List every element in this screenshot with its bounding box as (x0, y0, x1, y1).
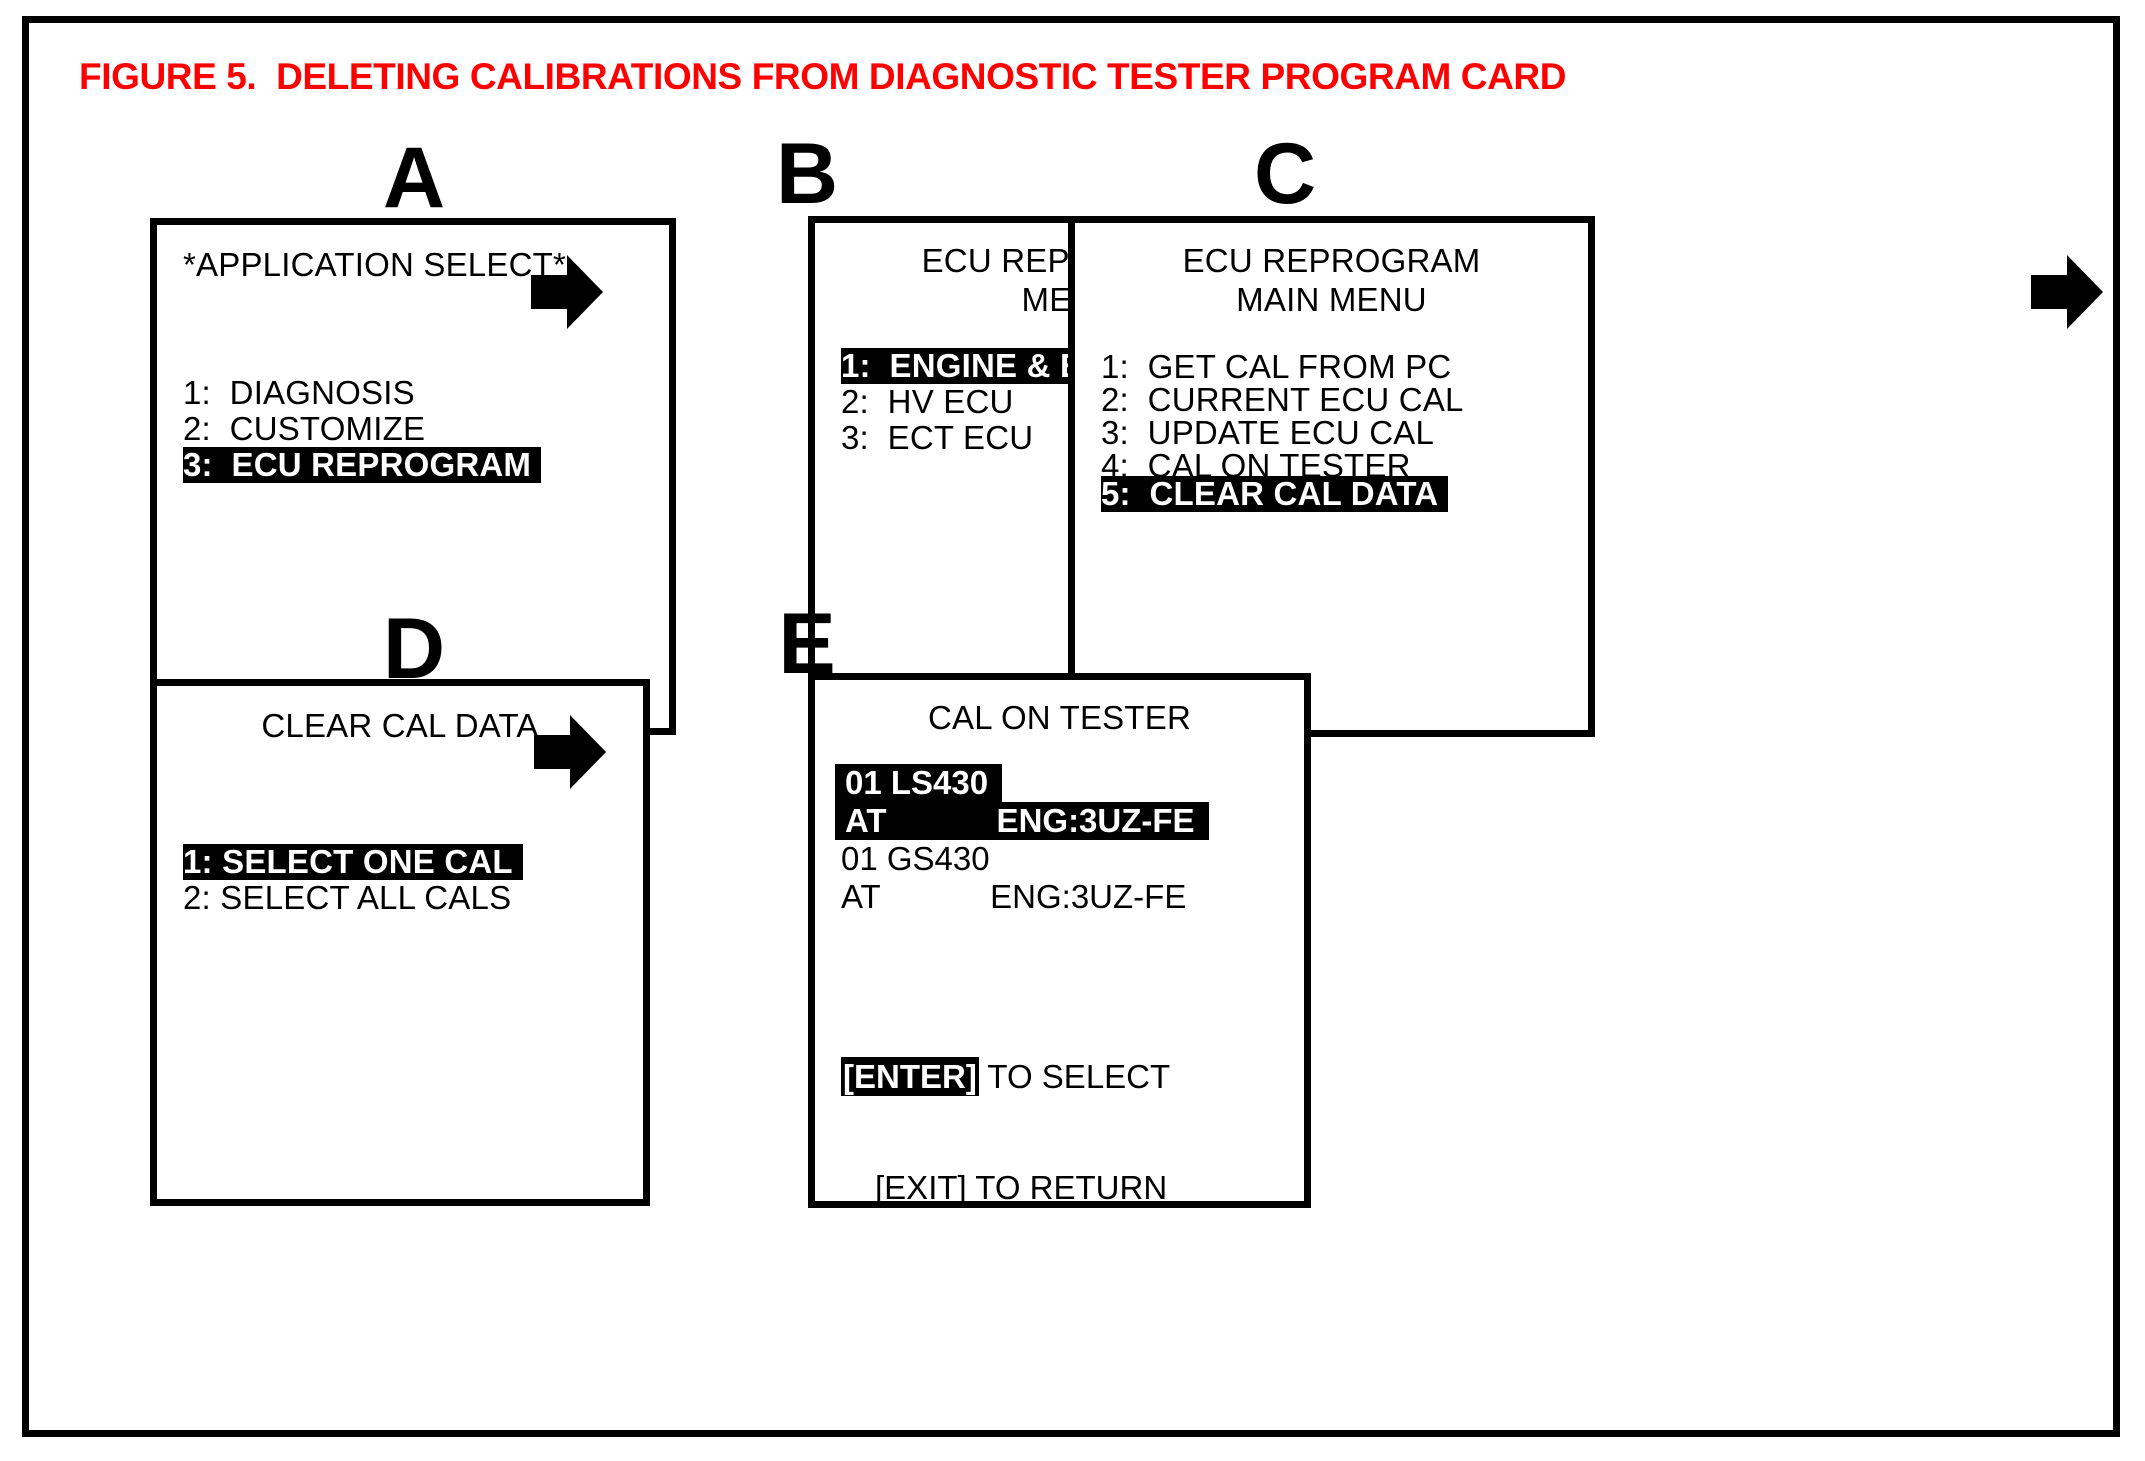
panel-letter-e: E (778, 596, 836, 692)
menu-item-ect-ecu[interactable]: 3: ECT ECU (841, 419, 1034, 456)
menu-item-diagnosis[interactable]: 1: DIAGNOSIS (183, 374, 415, 411)
menu-item-ecu-reprogram[interactable]: 3: ECU REPROGRAM (183, 447, 542, 483)
panel-c-menu: 1: GET CAL FROM PC 2: CURRENT ECU CAL 3:… (1075, 350, 1588, 512)
panel-letter-a: A (382, 130, 446, 226)
screen-panel-e[interactable]: CAL ON TESTER 01 LS430 AT ENG:3UZ-FE 01 … (808, 673, 1311, 1208)
menu-item-current-ecu-cal[interactable]: 2: CURRENT ECU CAL (1101, 381, 1464, 418)
panel-d-header: CLEAR CAL DATA (261, 707, 539, 744)
figure-title: FIGURE 5. DELETING CALIBRATIONS FROM DIA… (79, 56, 1567, 97)
panel-a-menu: 1: DIAGNOSIS 2: CUSTOMIZE 3: ECU REPROGR… (157, 375, 669, 483)
footer-enter-line: [ENTER] TO SELECT (815, 1057, 1304, 1096)
enter-key-badge[interactable]: [ENTER] (841, 1057, 979, 1096)
menu-item-get-cal-from-pc[interactable]: 1: GET CAL FROM PC (1101, 348, 1452, 385)
menu-item-select-all-cals[interactable]: 2: SELECT ALL CALS (183, 879, 512, 916)
arrow-d-to-e (534, 713, 606, 791)
enter-action-label: TO SELECT (978, 1058, 1171, 1095)
menu-item-update-ecu-cal[interactable]: 3: UPDATE ECU CAL (1101, 414, 1435, 451)
arrow-c-to-d (2031, 253, 2103, 331)
cal-entry-selected-line2[interactable]: AT ENG:3UZ-FE (835, 802, 1209, 840)
panel-e-footer: [ENTER] TO SELECT [EXIT] TO RETURN (815, 984, 1304, 1206)
panel-e-cal-list: 01 LS430 AT ENG:3UZ-FE 01 GS430 AT ENG:3… (815, 764, 1304, 916)
panel-letter-c: C (1253, 126, 1317, 222)
panel-c-header: ECU REPROGRAM MAIN MENU (1182, 242, 1481, 318)
menu-item-select-one-cal[interactable]: 1: SELECT ONE CAL (183, 844, 523, 880)
cal-entry-selected-line1[interactable]: 01 LS430 (835, 764, 1003, 802)
menu-item-hv-ecu[interactable]: 2: HV ECU (841, 383, 1014, 420)
menu-item-clear-cal-data[interactable]: 5: CLEAR CAL DATA (1101, 476, 1449, 512)
cal-entry-line2[interactable]: AT ENG:3UZ-FE (841, 878, 1187, 915)
figure-frame: FIGURE 5. DELETING CALIBRATIONS FROM DIA… (22, 16, 2120, 1437)
cal-entry-line1[interactable]: 01 GS430 (841, 840, 990, 877)
footer-exit-line: [EXIT] TO RETURN (875, 1169, 1168, 1206)
panel-d-menu: 1: SELECT ONE CAL 2: SELECT ALL CALS (157, 844, 643, 916)
arrow-a-to-b (531, 253, 603, 331)
panel-letter-d: D (382, 601, 446, 697)
menu-item-customize[interactable]: 2: CUSTOMIZE (183, 410, 426, 447)
panel-e-header: CAL ON TESTER (928, 699, 1191, 736)
panel-letter-b: B (775, 126, 839, 222)
screen-panel-c[interactable]: ECU REPROGRAM MAIN MENU 1: GET CAL FROM … (1068, 216, 1595, 737)
